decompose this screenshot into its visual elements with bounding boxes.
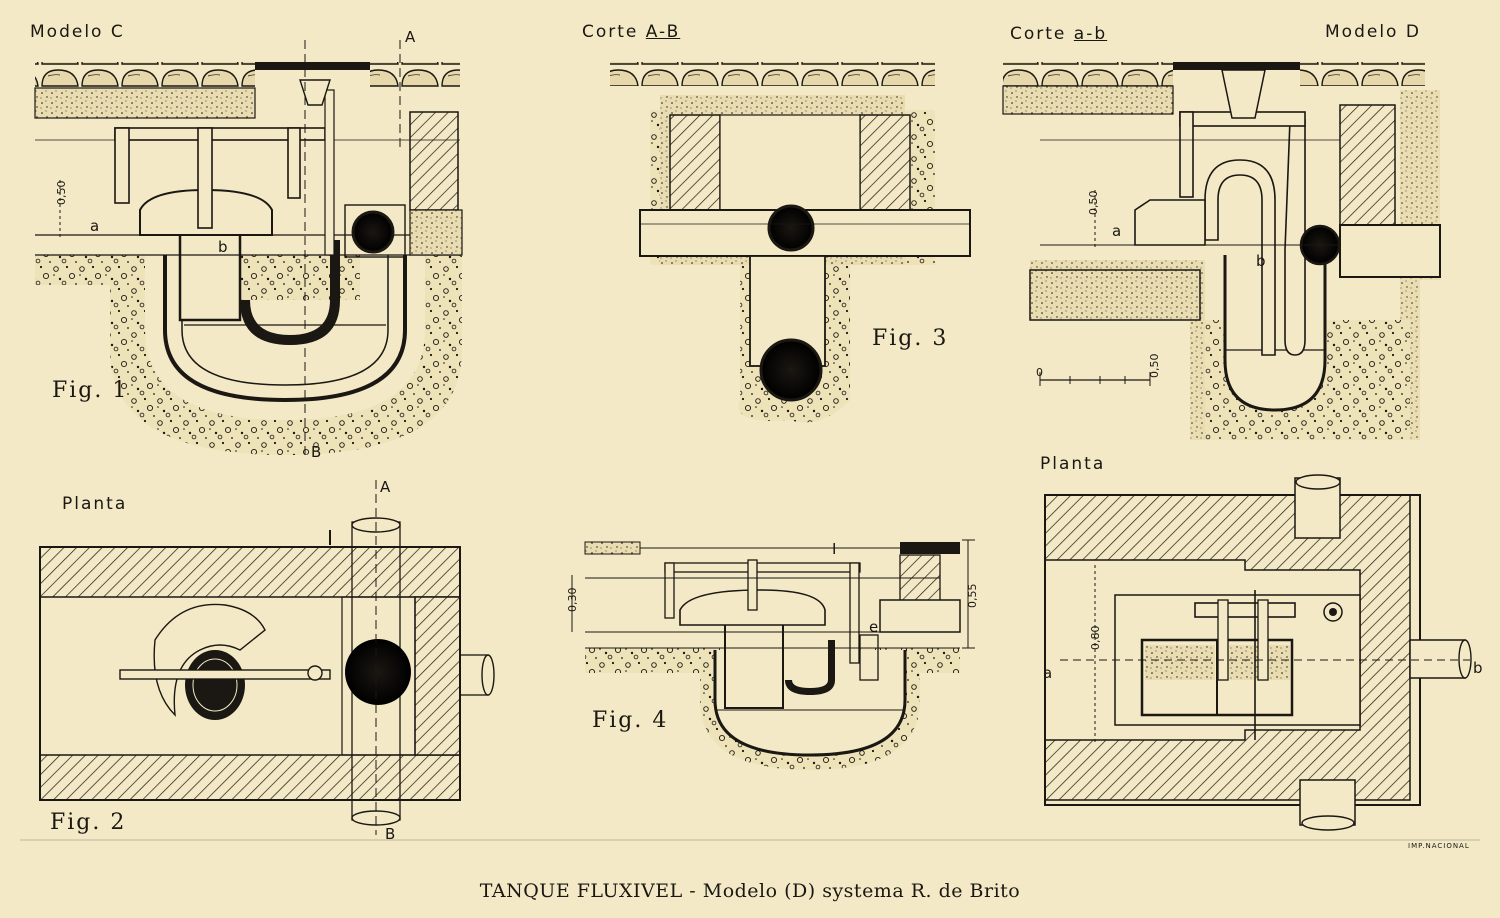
fig4-section-drawing [571,539,975,770]
marker-B-plan: B [385,825,396,843]
corte-ab-small-word: Corte [1010,24,1067,44]
corte-ab-small-heading: Corte a-b [1010,24,1107,44]
marker-b-planD: b [1473,659,1483,677]
dim-055-fig4: 0,55 [966,583,979,609]
plate-caption: TANQUE FLUXIVEL - Modelo (D) systema R. … [479,880,1021,902]
corte-ab-small-letters: a-b [1073,24,1108,44]
scale-050: 0,50 [1148,353,1161,379]
marker-e-fig4: e [869,618,879,636]
marker-A-plan: A [380,478,391,496]
dim-050-figD: 0,50 [1087,190,1100,216]
fig3-section-drawing [610,62,971,423]
marker-b-fig1: b [218,238,228,256]
corte-ab-word: Corte [582,22,639,42]
modelo-c-heading: Modelo C [30,22,125,42]
planta-left-heading: Planta [62,494,128,514]
fig4-label: Fig. 4 [592,708,669,733]
fig1-label: Fig. 1 [52,378,129,403]
modelo-d-heading: Modelo D [1325,22,1421,42]
marker-b-figD: b [1256,252,1266,270]
planta-d-plan-drawing [1044,474,1472,831]
dim-080-planD: 0,80 [1089,625,1102,651]
modelo-d-section-drawing [1002,62,1441,440]
marker-a-figD: a [1112,222,1122,240]
marker-B-bottom: B [311,443,322,461]
marker-I-fig4: I [832,540,837,558]
corte-ab-heading: Corte A-B [582,22,680,42]
fig1-section-drawing [34,40,463,458]
corte-ab-letters: A-B [645,22,681,42]
marker-A-top: A [405,28,416,46]
fig2-label: Fig. 2 [50,810,127,835]
fig2-plan-drawing [39,480,495,835]
marker-a-planD: a [1043,664,1053,682]
marker-a-fig1: a [90,217,100,235]
scale-zero: 0 [1036,366,1043,379]
printer-imprint: IMP.NACIONAL [1408,842,1470,850]
planta-right-heading: Planta [1040,454,1106,474]
fig3-label: Fig. 3 [872,326,949,351]
dim-030-fig4: 0,30 [566,587,579,613]
dim-050-fig1: 0,50 [55,180,68,206]
